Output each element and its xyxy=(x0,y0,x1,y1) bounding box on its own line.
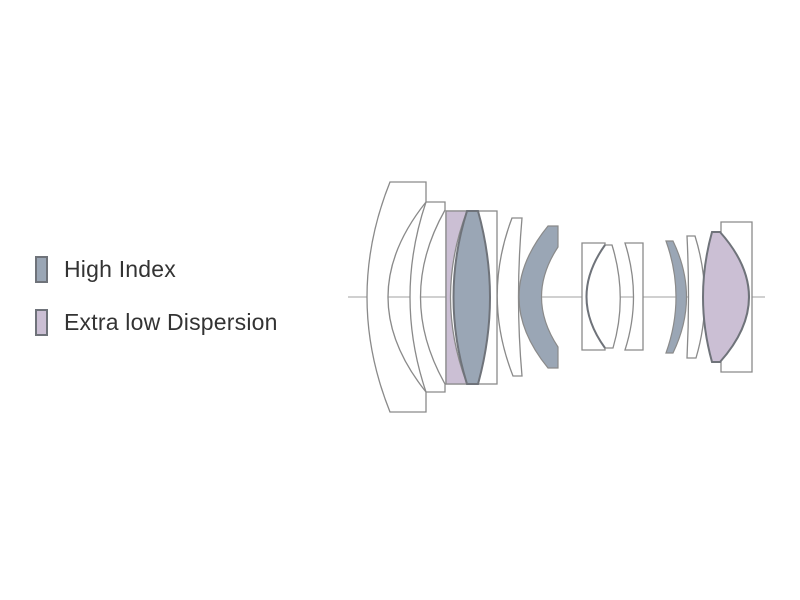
lens-element-2 xyxy=(409,201,446,393)
lens-element-8 xyxy=(624,242,644,351)
high-index-element-9 xyxy=(665,240,687,354)
ed-swatch xyxy=(35,309,48,336)
legend-label: Extra low Dispersion xyxy=(64,309,278,335)
high-index-swatch xyxy=(35,256,48,283)
legend-item-high-index: High Index xyxy=(35,256,176,283)
high-index-element-4 xyxy=(452,210,491,385)
lens-element-7-surface xyxy=(585,244,606,349)
legend-label: High Index xyxy=(64,256,176,282)
lens-element-10 xyxy=(686,235,706,359)
high-index-element-6 xyxy=(518,225,559,369)
legend-item-extra-low-dispersion: Extra low Dispersion xyxy=(35,309,278,336)
lens-element-5 xyxy=(496,217,523,377)
ed-element-11 xyxy=(702,231,750,363)
